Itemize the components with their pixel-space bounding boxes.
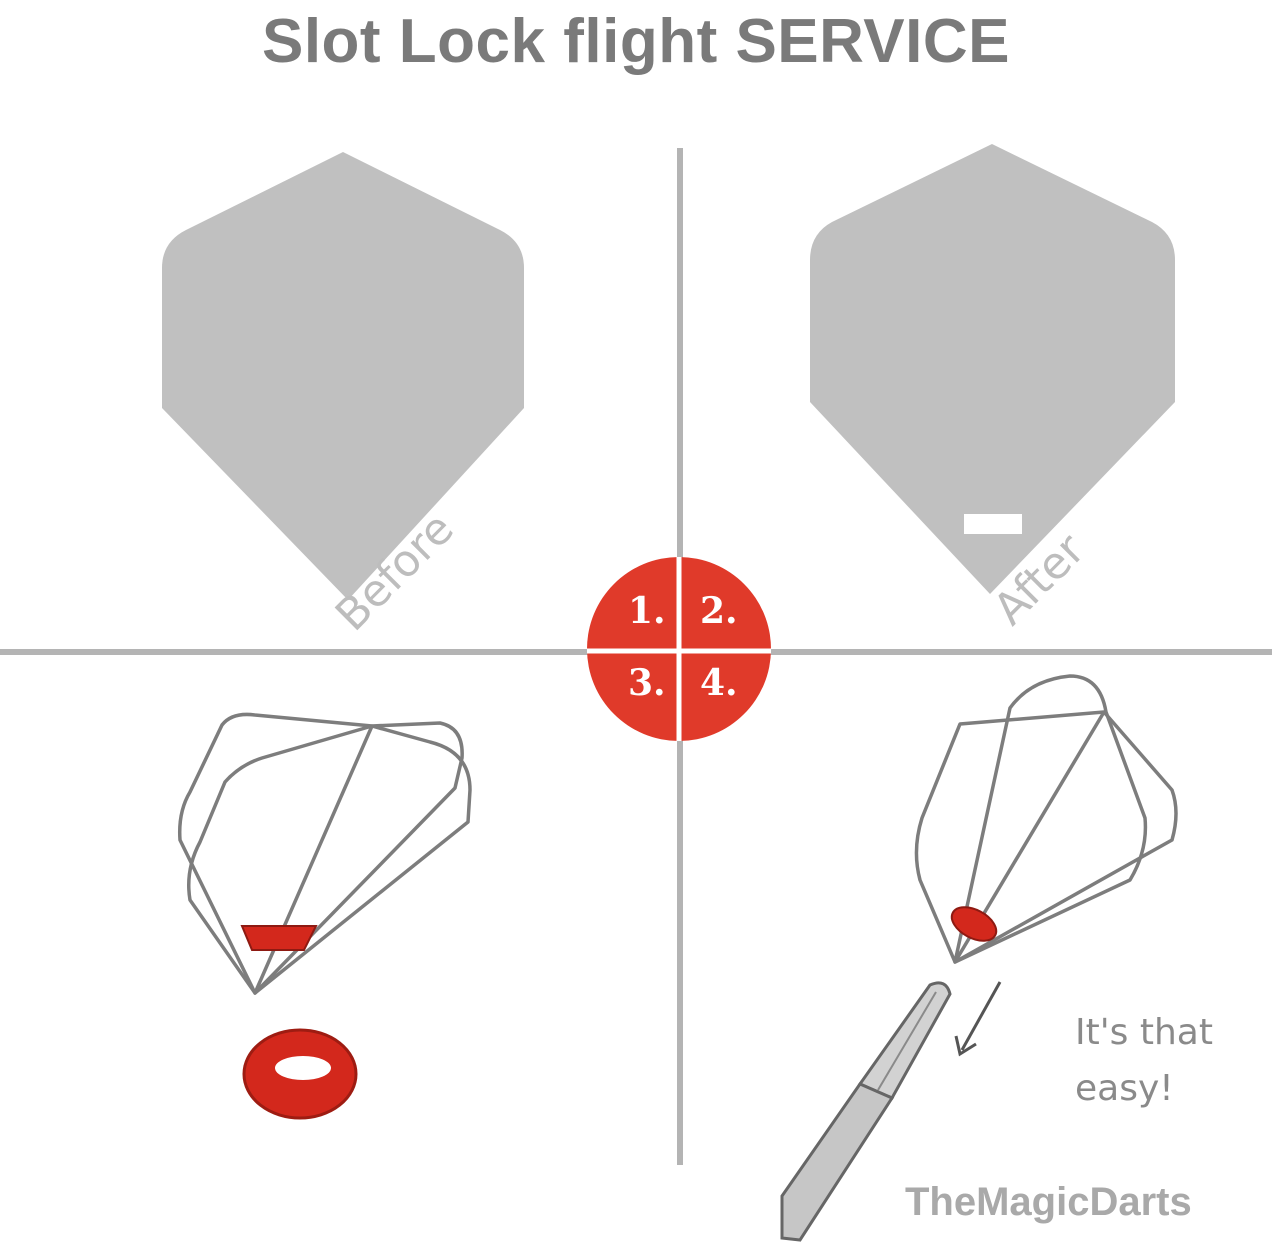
caption: It's that easy! (1075, 1005, 1213, 1117)
shaft (780, 981, 952, 1242)
step-number-3: 3. (628, 662, 666, 704)
watermark: TheMagicDarts (905, 1180, 1192, 1224)
step-number-1: 1. (628, 590, 666, 632)
slot-lock-ring (242, 1028, 358, 1120)
caption-line-1: It's that (1075, 1012, 1213, 1053)
step-number-4: 4. (700, 662, 738, 704)
page-title: Slot Lock flight SERVICE (261, 7, 1011, 76)
step-number-2: 2. (700, 590, 738, 632)
flight-slot (964, 514, 1022, 534)
slot-lock-in-flight (240, 925, 318, 951)
caption-line-2: easy! (1075, 1068, 1174, 1109)
slot-lock-assembled (950, 906, 998, 942)
flight-before (162, 152, 524, 600)
insert-arrow-icon (954, 981, 1002, 1057)
flight-after (810, 144, 1175, 594)
step-circle (587, 557, 771, 741)
step3-flight-outline (177, 712, 472, 995)
